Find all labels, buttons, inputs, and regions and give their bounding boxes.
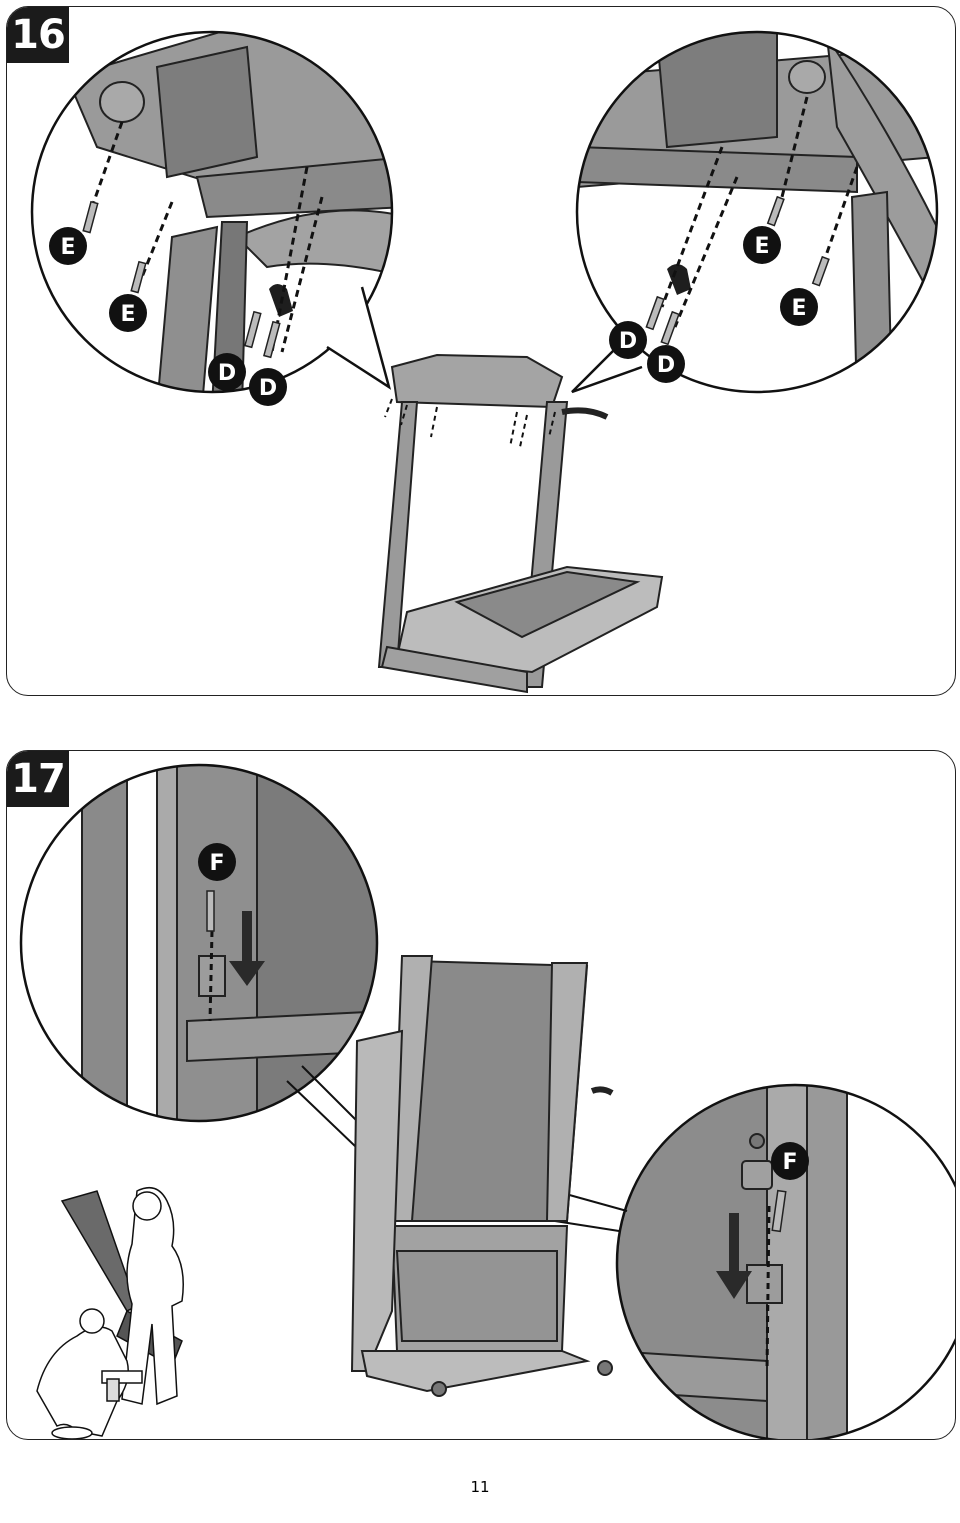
part-label-d-4: D (647, 345, 685, 383)
svg-text:D: D (259, 376, 277, 401)
part-label-d-3: D (609, 321, 647, 359)
step-17-illustration: F F (19, 763, 955, 1439)
svg-text:E: E (120, 302, 135, 327)
svg-text:D: D (218, 361, 236, 386)
treadmill-folded (350, 955, 614, 1397)
svg-text:E: E (754, 234, 769, 259)
svg-text:D: D (657, 353, 675, 378)
detail-callout-left (30, 30, 394, 394)
detail-callout-right (554, 1083, 955, 1439)
step-16-panel: 16 (6, 6, 956, 696)
part-label-d-2: D (249, 368, 287, 406)
page-number: 11 (470, 1478, 490, 1496)
svg-text:E: E (791, 296, 806, 321)
part-label-e-4: E (780, 288, 818, 326)
step-number-badge: 17 (7, 751, 69, 807)
step-number-badge: 16 (7, 7, 69, 63)
part-label-d-1: D (208, 353, 246, 391)
part-label-e-1: E (49, 227, 87, 265)
part-label-f-1: F (198, 843, 236, 881)
step-16-illustration: E E D D E E D D (30, 30, 939, 694)
treadmill-assembled (377, 353, 664, 694)
svg-text:F: F (209, 851, 224, 876)
part-label-e-3: E (743, 226, 781, 264)
part-label-f-2: F (771, 1142, 809, 1180)
svg-text:D: D (619, 329, 637, 354)
step-17-panel: 17 (6, 750, 956, 1440)
svg-text:E: E (60, 235, 75, 260)
svg-text:F: F (782, 1150, 797, 1175)
two-people-figure (36, 1186, 184, 1439)
part-label-e-2: E (109, 294, 147, 332)
